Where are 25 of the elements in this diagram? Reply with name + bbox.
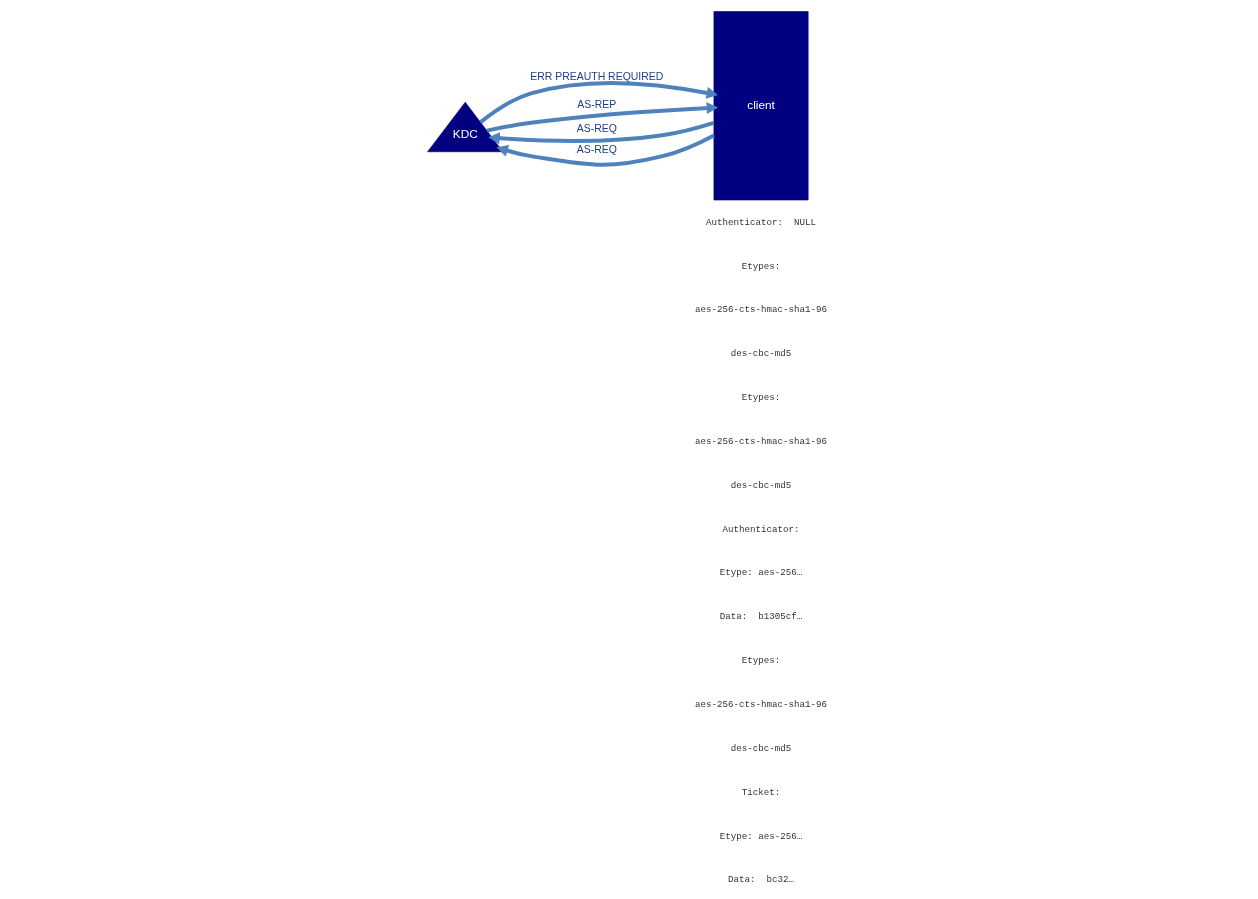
label: Data: bc32… bbox=[727, 874, 794, 886]
arrow bbox=[486, 102, 718, 133]
label: aes-256-cts-hmac-sha1-96 bbox=[694, 304, 827, 316]
label: Authenticator: bbox=[722, 523, 799, 535]
label: Etypes: bbox=[741, 260, 780, 272]
arrow bbox=[487, 120, 714, 145]
label: des-cbc-md5 bbox=[730, 479, 791, 491]
edge-label: AS-REP bbox=[576, 98, 616, 110]
label: Etypes: bbox=[741, 655, 780, 667]
label: Ticket: bbox=[741, 786, 780, 798]
label: aes-256-cts-hmac-sha1-96 bbox=[694, 435, 827, 447]
label: aes-256-cts-hmac-sha1-96 bbox=[694, 698, 827, 710]
label: Data: b1305cf… bbox=[719, 611, 802, 623]
label: Etypes: bbox=[741, 392, 780, 404]
arrow bbox=[496, 133, 715, 167]
label: des-cbc-md5 bbox=[730, 348, 791, 360]
edge-label: AS-REQ bbox=[576, 143, 617, 155]
edge-label: ERR PREAUTH REQUIRED bbox=[529, 71, 663, 83]
label: Etype: aes-256… bbox=[719, 567, 802, 579]
edge-label: AS-REQ bbox=[576, 122, 617, 134]
label: des-cbc-md5 bbox=[730, 742, 791, 754]
label: Etype: aes-256… bbox=[719, 830, 802, 842]
arrow bbox=[478, 81, 718, 124]
node-box: client bbox=[713, 11, 808, 201]
label: Authenticator: NULL bbox=[705, 216, 816, 228]
